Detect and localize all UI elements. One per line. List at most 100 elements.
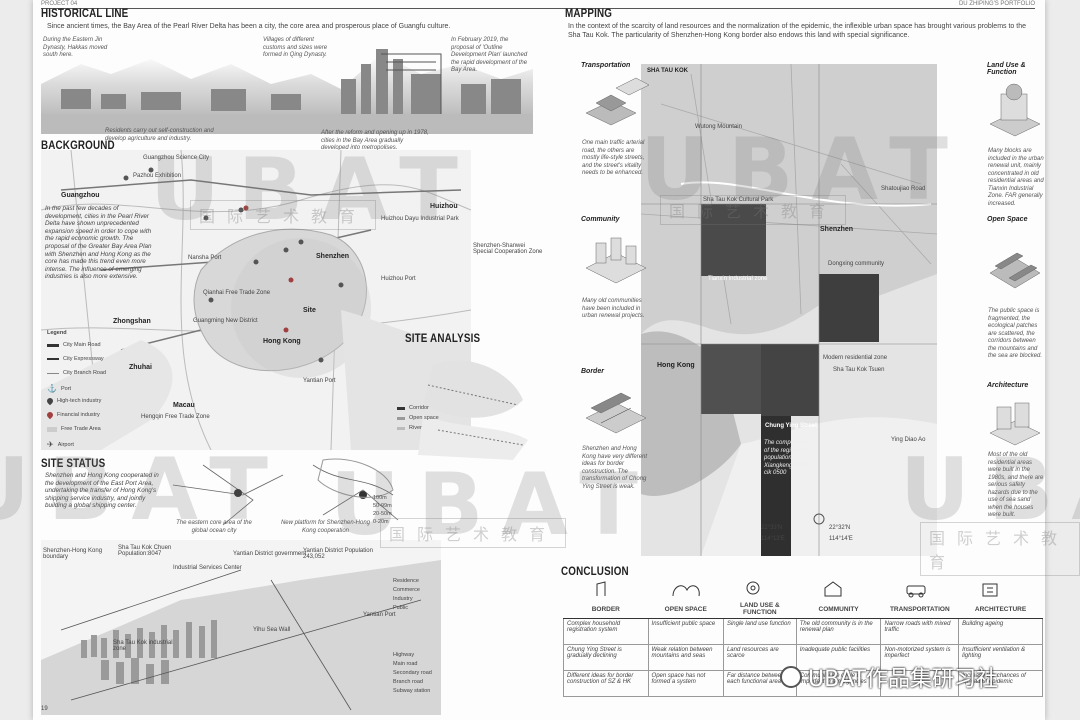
city-shenzhen: Shenzhen: [316, 253, 350, 260]
map-label-sha-tau-kok: SHA TAU KOK: [647, 68, 688, 74]
historical-line-title: HISTORICAL LINE: [41, 6, 129, 20]
history-note-2019: In February 2019, the proposal of 'Outli…: [451, 37, 528, 73]
site-analysis-diagram: [413, 345, 533, 465]
table-cell: Insufficient public space: [647, 618, 724, 645]
site-status-caption-2: New platform for Shenzhen-Hong Kong coop…: [280, 520, 371, 534]
site-status-network: [163, 455, 403, 535]
border-axo: [581, 378, 651, 443]
architecture-axo: [987, 393, 1043, 448]
ubat-watermark: UBAT: [640, 120, 966, 220]
table-cell: Increase the chances of spread of epidem…: [958, 670, 1043, 697]
city-zhongshan: Zhongshan: [113, 318, 151, 325]
wechat-account-badge: UBAT作品集研习社: [780, 660, 1050, 694]
site-status-axonometric: [41, 540, 441, 715]
place-yantian-port: Yantian Port: [303, 378, 336, 384]
table-cell: Inadequate public facilities: [795, 644, 882, 671]
history-note-qing: Villages of different customs and sizes …: [263, 37, 328, 58]
page-header: PROJECT 04 DU ZHIPING'S PORTFOLIO: [33, 0, 1045, 10]
architecture-text: Most of the old residential areas were b…: [988, 452, 1044, 518]
map-label-wutong: Wutong Mountain: [695, 124, 742, 130]
open-space-title: Open Space: [987, 216, 1028, 223]
table-cell: Chung Ying Street is gradually declining: [563, 644, 649, 671]
conclusion-header-transportation: TRANSPORTATION: [880, 600, 959, 619]
ss-label-yantian-district: Yantian District Population 243,052: [303, 548, 373, 560]
background-title: BACKGROUND: [41, 138, 115, 152]
ubat-watermark-cn: 国际艺术教育: [920, 522, 1080, 576]
land-use-title: Land Use & Function: [987, 62, 1026, 76]
map-label-modern-residential: Modern residential zone: [823, 355, 888, 361]
conclusion-icons: [563, 578, 1043, 600]
table-row: Chung Ying Street is gradually declining…: [563, 644, 1043, 671]
city-zhuhai: Zhuhai: [129, 364, 152, 371]
historical-intro: Since ancient times, the Bay Area of the…: [47, 23, 451, 30]
wechat-account-name: UBAT作品集研习社: [808, 667, 998, 692]
conclusion-header-community: COMMUNITY: [796, 600, 881, 619]
city-guangzhou: Guangzhou: [61, 192, 100, 199]
place-pazhou: Pazhou Exhibition: [133, 173, 182, 179]
map-label-cultural-park: Sha Tau Kok Cultural Park: [703, 197, 774, 203]
ss-label-stk-chuen: Sha Tau Kok Chuen Population:8047: [118, 545, 172, 557]
community-text: Many old communities have been included …: [582, 298, 645, 319]
legend-port: ⚓Port: [47, 384, 72, 393]
map-label-tianxin: Tianxin industrial zone: [708, 276, 768, 282]
legend-airport: ✈Airport: [47, 440, 74, 449]
land-use-text: Many blocks are included in the urban re…: [988, 148, 1044, 207]
transportation-axo: [581, 73, 651, 138]
table-cell: Building ageing: [958, 618, 1043, 645]
ss-label-boundary: Shenzhen-Hong Kong boundary: [43, 548, 103, 560]
legend-free-trade: Free Trade Area: [47, 426, 101, 432]
architecture-icon: [982, 583, 998, 597]
coord-1: 22°33'N: [761, 525, 783, 531]
wechat-icon: [780, 666, 802, 688]
open-space-axo: [987, 228, 1043, 298]
map-label-shatoujiao-road: Shatoujiao Road: [881, 186, 926, 192]
architecture-title: Architecture: [987, 382, 1029, 389]
conclusion-header-border: BORDER: [563, 600, 649, 619]
ss-label-industrial-center: Industrial Services Center: [173, 565, 242, 571]
conclusion-header-open-space: OPEN SPACE: [648, 600, 724, 619]
land-use-axo: [987, 74, 1043, 144]
mapping-intro: In the context of the scarcity of land r…: [568, 23, 1026, 39]
place-shanwei: Shenzhen-Shanwei Special Cooperation Zon…: [473, 243, 543, 255]
page-number: 19: [41, 706, 48, 712]
city-huizhou: Huizhou: [430, 203, 458, 210]
history-note-1978: After the reform and opening up in 1978,…: [321, 130, 429, 151]
city-hong-kong: Hong Kong: [263, 338, 301, 345]
table-cell: Open space has not formed a system: [647, 670, 724, 697]
site-label: Site: [303, 307, 316, 314]
ubat-watermark-cn: 国际艺术教育: [660, 195, 847, 225]
history-note-jin: During the Eastern Jin Dynasty, Hakkas m…: [43, 37, 108, 58]
place-guangming: Guangming New District: [193, 318, 258, 324]
map-label-dongxing: Dongxing community: [828, 261, 885, 267]
land-use-icon: [746, 581, 760, 595]
portfolio-page: PROJECT 04 DU ZHIPING'S PORTFOLIO HISTOR…: [33, 0, 1045, 720]
legend-expressway: City Expressway: [47, 356, 104, 362]
conclusion-title: CONCLUSION: [561, 564, 629, 578]
open-space-text: The public space is fragmented, the ecol…: [988, 308, 1043, 359]
conclusion-header-architecture: ARCHITECTURE: [958, 600, 1043, 619]
bay-area-map: [41, 150, 471, 450]
ss-label-yantian-port: Yantian Port: [363, 612, 396, 618]
community-icon: [824, 581, 842, 597]
legend-high-tech: High-tech industry: [45, 396, 101, 406]
ubat-watermark-cn: 国际艺术教育: [190, 200, 377, 230]
site-status-text: Shenzhen and Hong Kong cooperated in the…: [45, 472, 159, 510]
sa-legend-open-space: Open space: [397, 415, 439, 421]
conclusion-header-land-use: LAND USE & FUNCTION: [723, 600, 797, 619]
border-text: Shenzhen and Hong Kong have very differe…: [582, 446, 648, 490]
table-cell: Different ideas for border construction …: [563, 670, 649, 697]
ubat-watermark: UBAT: [0, 440, 286, 540]
table-cell: The old community is in the renewal plan: [795, 618, 882, 645]
table-row: Different ideas for border construction …: [563, 670, 1043, 697]
background-text: In the past few decades of development, …: [45, 205, 152, 281]
border-title: Border: [581, 368, 604, 375]
site-status-title: SITE STATUS: [41, 456, 106, 470]
historical-collage: [41, 34, 533, 134]
ss-label-yantian-gov: Yantian District government: [233, 551, 307, 557]
portfolio-label: DU ZHIPING'S PORTFOLIO: [958, 1, 1035, 7]
project-label: PROJECT 04: [41, 1, 78, 7]
place-huizhou-dayu: Huizhou Dayu Industrial Park: [381, 216, 459, 222]
legend-title: Legend: [47, 330, 67, 336]
